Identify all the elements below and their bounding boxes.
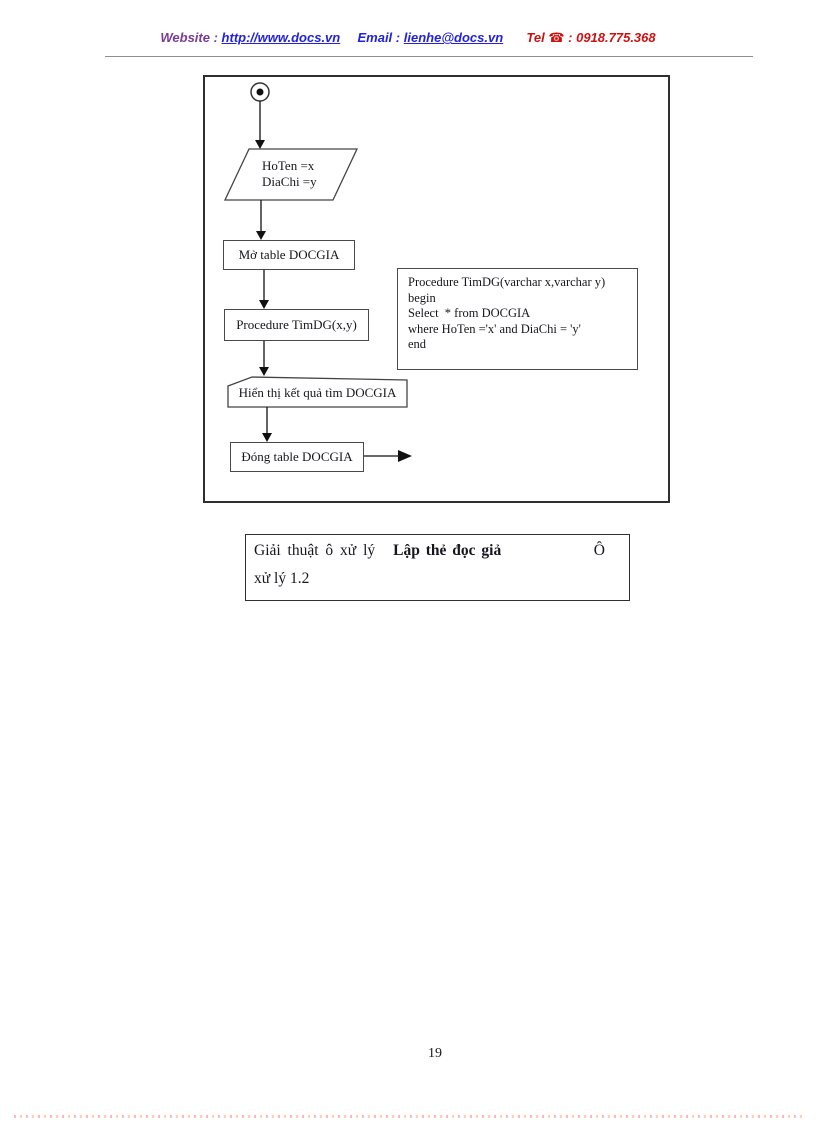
step-open-table-label: Mở table DOCGIA (238, 247, 340, 262)
step-close-table-label: Đóng table DOCGIA (241, 449, 353, 464)
email-link[interactable]: lienhe@docs.vn (403, 30, 504, 45)
step-close-table: Đóng table DOCGIA (230, 442, 364, 472)
caption-suffix: Ô (593, 542, 605, 559)
caption-box: Giải thuật ô xử lý Lập thẻ đọc giả Ô xử … (245, 534, 630, 601)
caption-prefix: Giải thuật ô xử lý (254, 542, 376, 559)
page-header: Website : http://www.docs.vn Email : lie… (0, 30, 816, 46)
procedure-code-box: Procedure TimDG(varchar x,varchar y) beg… (397, 268, 638, 370)
input-line2: DiaChi =y (262, 174, 317, 189)
footer-dotted-divider (14, 1115, 804, 1118)
step-procedure-call: Procedure TimDG(x,y) (224, 309, 369, 341)
caption-title: Lập thẻ đọc giả (393, 542, 502, 559)
email-separator: : (395, 30, 401, 45)
email-label: Email (357, 30, 393, 45)
step-display-result: Hiển thị kết quả tìm DOCGIA (231, 385, 404, 401)
code-line: Procedure TimDG(varchar x,varchar y) (408, 275, 606, 289)
step-display-label: Hiển thị kết quả tìm DOCGIA (238, 385, 397, 400)
input-step: HoTen =x DiaChi =y (240, 158, 350, 190)
caption-line1: Giải thuật ô xử lý Lập thẻ đọc giả Ô (254, 542, 619, 560)
code-line: end (408, 337, 427, 351)
input-line1: HoTen =x (262, 158, 315, 173)
code-line: where HoTen ='x' and DiaChi = 'y' (408, 321, 581, 336)
code-line: Select * from DOCGIA (408, 306, 531, 320)
page-number: 19 (428, 1046, 442, 1061)
caption-line2: xử lý 1.2 (254, 570, 310, 587)
website-label: Website : (160, 30, 218, 45)
code-line: begin (408, 290, 436, 305)
step-open-table: Mở table DOCGIA (223, 240, 355, 270)
step-procedure-label: Procedure TimDG(x,y) (236, 317, 357, 332)
website-link[interactable]: http://www.docs.vn (221, 30, 341, 45)
tel-label: Tel (526, 30, 545, 45)
header-divider (105, 56, 753, 57)
tel-number: : 0918.775.368 (568, 30, 656, 45)
phone-icon: ☎ (548, 30, 565, 45)
